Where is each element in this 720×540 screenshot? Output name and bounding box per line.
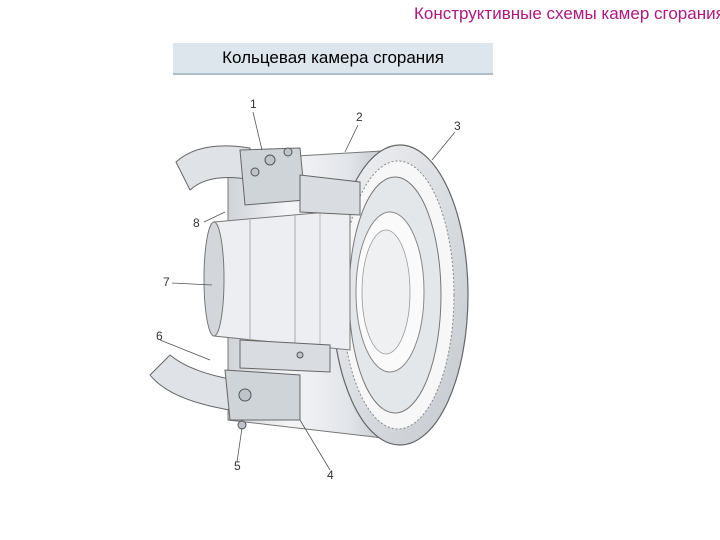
flame-tube-liner bbox=[203, 209, 351, 351]
callout-2: 2 bbox=[356, 110, 363, 124]
callout-4: 4 bbox=[327, 468, 334, 482]
lower-burner-assembly bbox=[149, 339, 331, 430]
callout-leader-lines bbox=[159, 111, 456, 471]
callout-1: 1 bbox=[250, 97, 257, 111]
callout-3: 3 bbox=[454, 119, 461, 133]
nozzle-ring bbox=[331, 144, 469, 446]
callout-6: 6 bbox=[156, 329, 163, 343]
slide-header-title: Конструктивные схемы камер сгорания bbox=[414, 4, 720, 23]
callout-7: 7 bbox=[163, 275, 170, 289]
upper-burner-assembly bbox=[175, 145, 361, 216]
callout-8: 8 bbox=[193, 216, 200, 230]
callout-5: 5 bbox=[234, 459, 241, 473]
diagram-title: Кольцевая камера сгорания bbox=[173, 43, 493, 75]
